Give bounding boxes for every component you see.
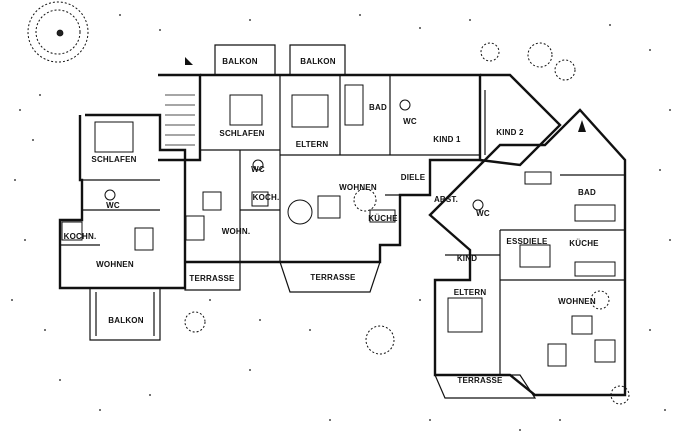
toilet-icon xyxy=(104,189,116,201)
label-wohnen: WOHNEN xyxy=(558,297,596,306)
sofa-icon xyxy=(547,343,567,367)
shrub-icon xyxy=(554,59,576,81)
table-icon xyxy=(574,261,616,277)
room-labels: BALKON BALKON SCHLAFEN SCHLAFEN BAD WC E… xyxy=(64,57,599,385)
counter-icon xyxy=(369,209,396,223)
label-wc: WC xyxy=(476,209,490,218)
label-kueche: KÜCHE xyxy=(368,214,398,223)
balcony-lower-outline xyxy=(89,287,161,341)
label-wc: WC xyxy=(251,165,265,174)
label-kind-1: KIND 1 xyxy=(433,135,461,144)
label-balkon: BALKON xyxy=(108,316,143,325)
balcony-top-1 xyxy=(214,44,276,75)
balcony-top-2 xyxy=(289,44,346,75)
label-essdiele: ESSDIELE xyxy=(506,237,548,246)
tree-icon xyxy=(27,1,89,63)
sofa-icon xyxy=(134,227,154,251)
label-wohnen: WOHNEN xyxy=(96,260,134,269)
label-bad: BAD xyxy=(578,188,596,197)
north-arrow-icon xyxy=(185,57,193,65)
label-wohnen: WOHNEN xyxy=(339,183,377,192)
label-terrasse: TERRASSE xyxy=(457,376,503,385)
terrace-1-outline xyxy=(184,261,241,291)
label-bad: BAD xyxy=(369,103,387,112)
shrub-icon xyxy=(480,42,500,62)
stove-icon xyxy=(251,191,269,207)
north-arrow-icon xyxy=(578,120,586,132)
label-kochn: KOCHN. xyxy=(64,232,97,241)
label-wc: WC xyxy=(106,201,120,210)
terrace-3-outline xyxy=(434,374,537,399)
terrace-2-outline xyxy=(279,261,381,293)
ground-texture xyxy=(11,14,671,431)
label-eltern: ELTERN xyxy=(454,288,487,297)
label-wohn: WOHN. xyxy=(222,227,251,236)
label-schlafen: SCHLAFEN xyxy=(91,155,136,164)
label-kind: KIND xyxy=(457,254,477,263)
label-terrasse: TERRASSE xyxy=(310,273,356,282)
wall-right-wing-upper xyxy=(479,73,562,167)
shrub-icon xyxy=(365,325,395,355)
label-eltern: ELTERN xyxy=(296,140,329,149)
round-table-icon xyxy=(287,199,313,225)
sofa-icon xyxy=(317,195,341,219)
wall-stair-core xyxy=(158,73,202,162)
bathtub-icon xyxy=(344,84,364,126)
bed-icon xyxy=(94,121,134,153)
shrub-icon xyxy=(590,290,610,310)
toilet-icon xyxy=(472,199,484,211)
tree-trunk-icon xyxy=(56,29,64,37)
tree-icon xyxy=(35,9,81,55)
furniture xyxy=(61,84,616,367)
label-balkon: BALKON xyxy=(222,57,257,66)
toilet-icon xyxy=(252,159,264,171)
label-abst: ABST. xyxy=(434,195,458,204)
label-terrasse: TERRASSE xyxy=(189,274,235,283)
counter-icon xyxy=(61,221,83,241)
label-kind-2: KIND 2 xyxy=(496,128,524,137)
toilet-icon xyxy=(399,99,411,111)
label-schlafen: SCHLAFEN xyxy=(219,129,264,138)
landscape xyxy=(11,1,671,431)
sofa-icon xyxy=(202,191,222,211)
shrub-icon xyxy=(353,188,377,212)
shrub-icon xyxy=(527,42,553,68)
label-balkon: BALKON xyxy=(300,57,335,66)
label-wc: WC xyxy=(403,117,417,126)
sofa-icon xyxy=(185,215,205,241)
bed-icon xyxy=(229,94,263,126)
label-koch: KOCH. xyxy=(253,193,280,202)
sofa-icon xyxy=(594,339,616,363)
sofa-icon xyxy=(571,315,593,335)
bed-icon xyxy=(447,297,483,333)
bed-icon xyxy=(291,94,329,128)
desk-icon xyxy=(524,171,552,185)
label-kueche: KÜCHE xyxy=(569,239,599,248)
table-icon xyxy=(519,244,551,268)
label-diele: DIELE xyxy=(401,173,426,182)
walls xyxy=(58,44,627,399)
bathtub-icon xyxy=(574,204,616,222)
shrub-icon xyxy=(184,311,206,333)
wall-left-wing xyxy=(58,113,187,290)
